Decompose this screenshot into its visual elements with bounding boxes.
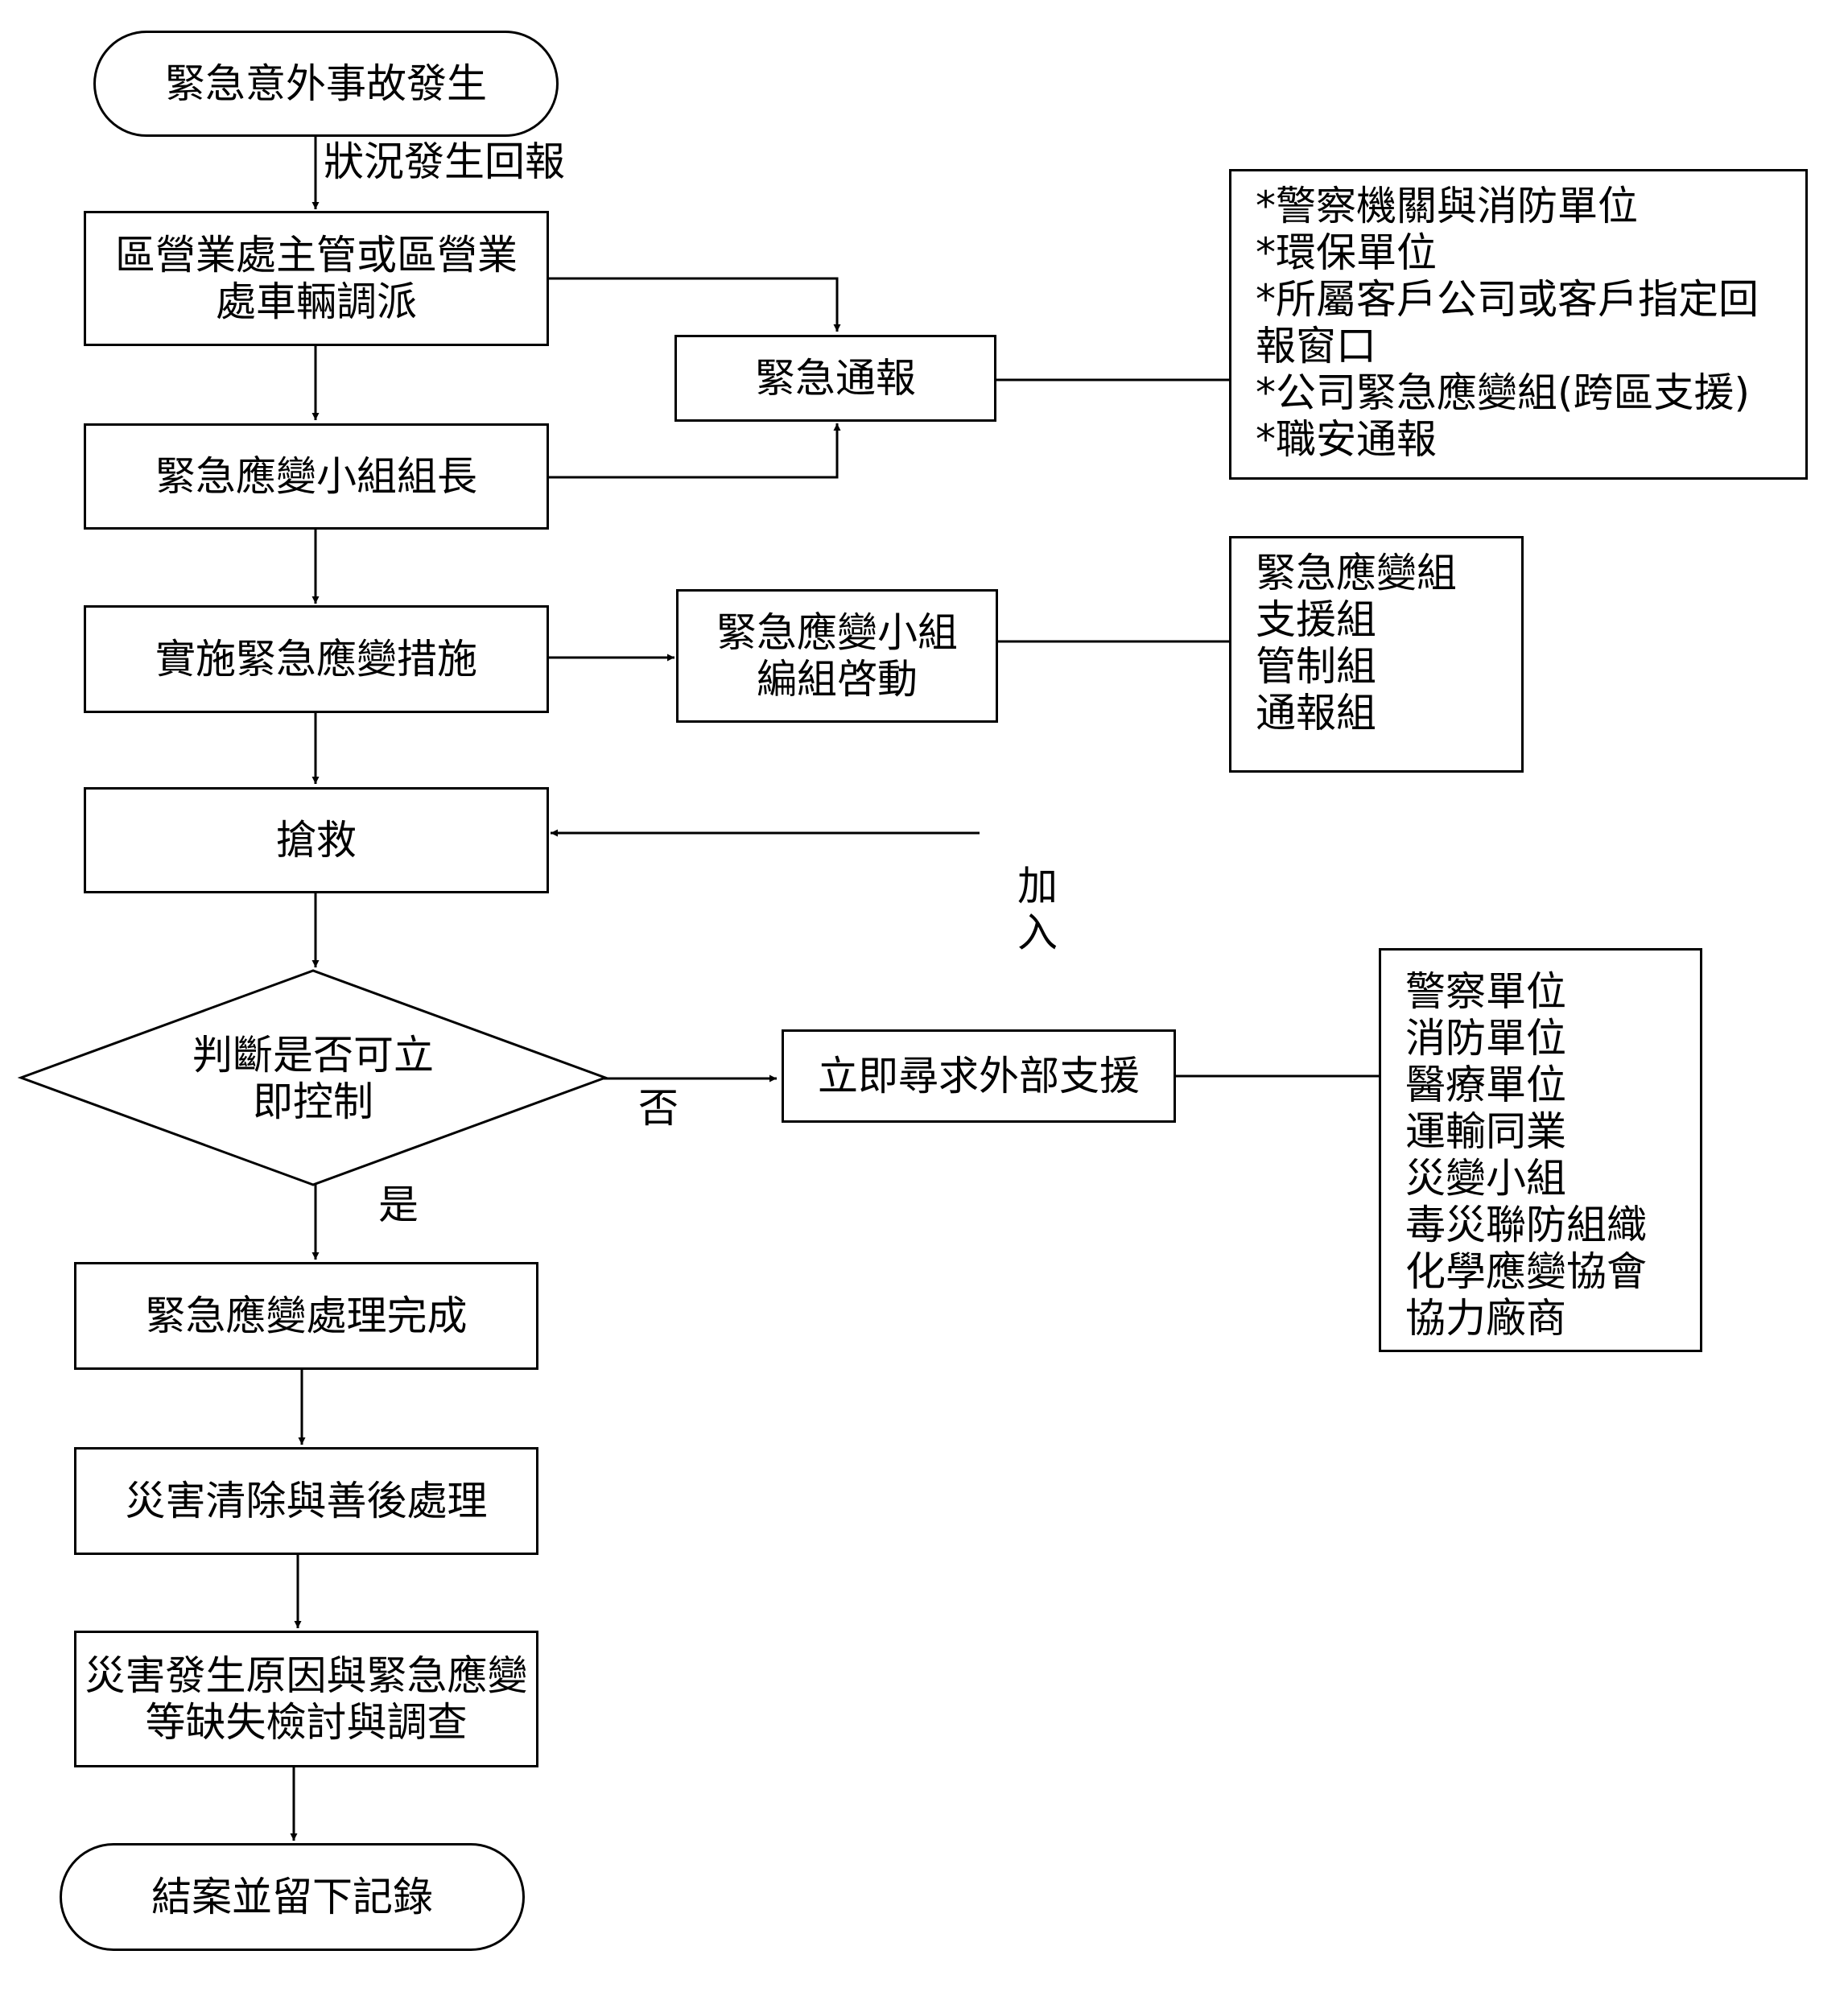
- team-group-1: 緊急應變組: [1256, 550, 1457, 596]
- rescue-label: 搶救: [276, 817, 357, 864]
- dispatch-box: 區營業處主管或區營業 處車輛調派: [84, 211, 549, 346]
- external-unit-3: 醫療單位: [1405, 1062, 1566, 1108]
- external-unit-6: 毒災聯防組織: [1405, 1202, 1647, 1248]
- dispatch-line-2: 處車輛調派: [216, 278, 417, 325]
- team-group-3: 管制組: [1256, 643, 1376, 690]
- external-unit-2: 消防單位: [1405, 1015, 1566, 1062]
- start-terminal: 緊急意外事故發生: [93, 31, 559, 137]
- report-label: 狀況發生回報: [324, 138, 565, 185]
- implement-label: 實施緊急應變措施: [155, 636, 477, 683]
- notify-box: 緊急通報: [674, 335, 996, 422]
- notify-target-3: *所屬客戶公司或客戶指定回: [1256, 276, 1759, 323]
- team-group-4: 通報組: [1256, 690, 1376, 736]
- complete-label: 緊急應變處理完成: [145, 1293, 468, 1339]
- join-label-2: 入: [1017, 909, 1058, 956]
- notify-target-2: *環保單位: [1256, 229, 1437, 276]
- end-label: 結案並留下記錄: [151, 1874, 433, 1920]
- team-group-list: 緊急應變組 支援組 管制組 通報組: [1229, 536, 1524, 773]
- start-label: 緊急意外事故發生: [165, 60, 487, 107]
- complete-box: 緊急應變處理完成: [74, 1262, 538, 1370]
- decision-diamond: [17, 969, 609, 1186]
- external-support-label: 立即尋求外部支援: [818, 1053, 1140, 1099]
- external-unit-7: 化學應變協會: [1405, 1248, 1647, 1295]
- decision-label: 判斷是否可立 即控制: [152, 1032, 474, 1125]
- no-label: 否: [638, 1085, 679, 1132]
- team-start-box: 緊急應變小組 編組啓動: [676, 589, 998, 723]
- external-unit-4: 運輸同業: [1405, 1108, 1566, 1155]
- cleanup-box: 災害清除與善後處理: [74, 1447, 538, 1555]
- end-terminal: 結案並留下記錄: [60, 1843, 525, 1951]
- dispatch-line-1: 區營業處主管或區營業: [115, 232, 518, 278]
- team-start-line-1: 緊急應變小組: [716, 609, 958, 656]
- decision-line-1: 判斷是否可立: [192, 1032, 434, 1078]
- notify-target-list: *警察機關與消防單位 *環保單位 *所屬客戶公司或客戶指定回 報窗口 *公司緊急…: [1229, 169, 1808, 480]
- rescue-box: 搶救: [84, 787, 549, 893]
- external-unit-list: 警察單位 消防單位 醫療單位 運輸同業 災變小組 毒災聯防組織 化學應變協會 協…: [1379, 948, 1702, 1352]
- join-label-1: 加: [1017, 863, 1058, 909]
- review-box: 災害發生原因與緊急應變 等缺失檢討與調查: [74, 1631, 538, 1767]
- team-start-line-2: 編組啓動: [757, 656, 918, 703]
- arrow-dispatch-to-notify: [547, 277, 841, 332]
- external-unit-1: 警察單位: [1405, 968, 1566, 1015]
- yes-label: 是: [378, 1182, 419, 1228]
- external-unit-8: 協力廠商: [1405, 1295, 1566, 1342]
- notify-label: 緊急通報: [755, 355, 916, 402]
- decision-line-2: 即控制: [253, 1078, 373, 1125]
- notify-target-1: *警察機關與消防單位: [1256, 183, 1638, 229]
- review-line-2: 等缺失檢討與調查: [145, 1699, 468, 1746]
- leader-label: 緊急應變小組組長: [155, 453, 477, 500]
- external-unit-5: 災變小組: [1405, 1155, 1566, 1202]
- arrow-leader-to-notify: [547, 423, 841, 479]
- review-line-1: 災害發生原因與緊急應變: [85, 1652, 528, 1699]
- notify-target-4: 報窗口: [1256, 323, 1376, 369]
- team-group-2: 支援組: [1256, 596, 1376, 643]
- notify-target-6: *職安通報: [1256, 416, 1437, 463]
- leader-box: 緊急應變小組組長: [84, 423, 549, 530]
- external-support-box: 立即尋求外部支援: [782, 1029, 1176, 1123]
- implement-box: 實施緊急應變措施: [84, 605, 549, 713]
- cleanup-label: 災害清除與善後處理: [125, 1478, 488, 1524]
- notify-target-5: *公司緊急應變組(跨區支援): [1256, 369, 1751, 416]
